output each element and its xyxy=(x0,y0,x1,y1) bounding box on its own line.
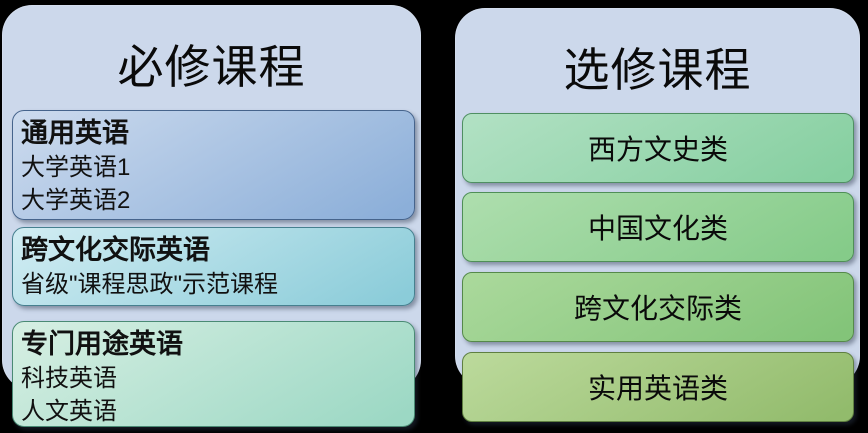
course-group-header: 通用英语 xyxy=(21,118,129,148)
course-group-general-english: 通用英语 大学英语1 大学英语2 xyxy=(12,110,415,220)
course-group-header: 跨文化交际英语 xyxy=(21,235,210,265)
elective-category-practical-english: 实用英语类 xyxy=(462,352,854,422)
course-item: 大学英语2 xyxy=(21,187,131,214)
required-panel-title: 必修课程 xyxy=(117,41,306,93)
course-item: 人文英语 xyxy=(21,398,117,425)
course-group-header: 专门用途英语 xyxy=(21,329,183,359)
elective-courses-panel: 选修课程 西方文史类 中国文化类 跨文化交际类 实用英语类 xyxy=(455,8,860,422)
elective-category-chinese-culture: 中国文化类 xyxy=(462,192,854,262)
elective-category-label: 实用英语类 xyxy=(587,373,728,404)
course-item: 大学英语1 xyxy=(21,154,131,181)
elective-category-label: 跨文化交际类 xyxy=(573,293,742,324)
course-group-intercultural-english: 跨文化交际英语 省级"课程思政"示范课程 xyxy=(12,227,415,306)
course-group-esp-english: 专门用途英语 科技英语 人文英语 xyxy=(12,321,415,427)
course-item: 省级"课程思政"示范课程 xyxy=(21,271,279,298)
elective-category-label: 中国文化类 xyxy=(587,213,728,244)
required-courses-panel: 必修课程 通用英语 大学英语1 大学英语2 跨文化交际英语 省级"课程思政"示范… xyxy=(2,5,421,427)
elective-category-intercultural: 跨文化交际类 xyxy=(462,272,854,342)
elective-category-western-culture: 西方文史类 xyxy=(462,113,854,183)
elective-category-label: 西方文史类 xyxy=(587,134,728,165)
course-item: 科技英语 xyxy=(21,365,117,392)
elective-panel-title: 选修课程 xyxy=(563,44,752,96)
